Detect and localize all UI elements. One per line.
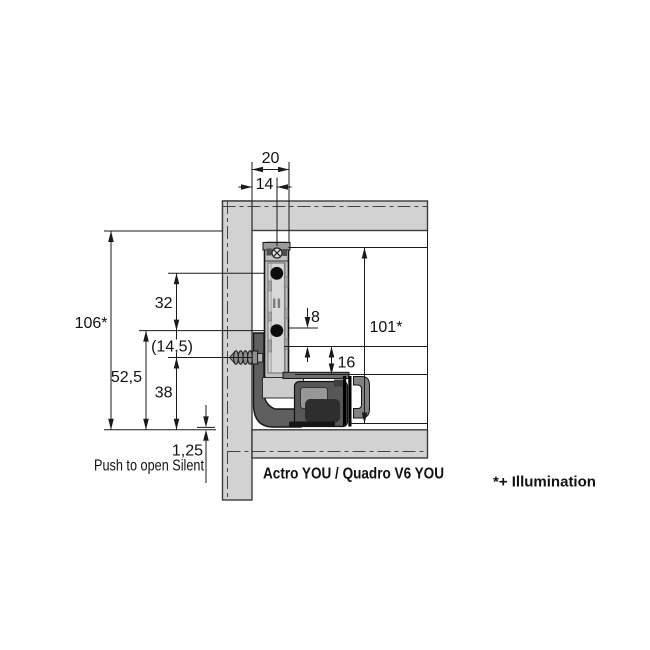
arrow-up-icon [173, 273, 180, 285]
arrow-up-icon [361, 247, 368, 259]
screw-cross-2 [273, 249, 281, 257]
runner-bottom-strip [289, 421, 335, 427]
runner-hook-profile [353, 376, 370, 419]
dim-label-20: 20 [262, 150, 280, 167]
rail-marking-bar-1 [273, 298, 276, 308]
arrow-up-icon [203, 429, 209, 441]
dim-label-38: 38 [155, 385, 173, 402]
cabinet-panels [221, 200, 429, 501]
dim-label-16: 16 [338, 355, 356, 372]
dimension-14: 14 [238, 176, 292, 193]
arrow-down-icon [108, 418, 114, 430]
label-mask [151, 339, 194, 354]
dim-label-14-5: (14,5) [151, 339, 193, 356]
arrow-up-icon [173, 357, 180, 369]
dimension-101: 101* [361, 247, 403, 424]
rail-marking-bar-2 [277, 298, 281, 308]
drawer-rail [262, 241, 291, 379]
dimension-16: 16 [328, 346, 356, 375]
arrow-left-icon [252, 166, 263, 173]
arrow-left-icon [277, 184, 288, 190]
arrow-down-icon [328, 363, 335, 375]
dimension-8: 8 [304, 308, 320, 362]
dimension-52-5: 52,5 [111, 330, 149, 430]
runner-black-bar-2 [348, 376, 352, 427]
rail-top-detail-right [282, 249, 287, 256]
arrow-right-icon [278, 166, 289, 173]
dim-label-8: 8 [311, 309, 320, 326]
dim-label-101: 101* [370, 319, 403, 336]
arrow-up-icon [108, 231, 114, 242]
arrow-down-icon [203, 416, 209, 428]
dimension-chain-32-14-38: 32 (14,5) 38 [151, 273, 194, 430]
feature-label: Push to open Silent [94, 458, 204, 475]
arrow-down-icon [173, 418, 180, 430]
footnote-label: *+ Illumination [493, 474, 596, 491]
arrow-down-icon [173, 319, 180, 331]
arrow-right-icon [241, 184, 252, 190]
dim-label-106: 106* [75, 315, 108, 332]
runner-small-detail [334, 379, 343, 387]
fixing-hole-lower [270, 324, 284, 337]
product-name-label: Actro YOU / Quadro V6 YOU [263, 466, 444, 483]
screw-flange [251, 350, 259, 365]
runner-assembly [262, 371, 370, 428]
runner-top-flange [282, 371, 350, 379]
rail-top-detail-left [266, 248, 272, 256]
arrow-up-icon [143, 330, 149, 342]
cabinet-top-panel [221, 200, 429, 232]
cabinet-side-panel [221, 200, 253, 501]
arrow-up-icon [304, 346, 311, 358]
dim-label-1-25: 1,25 [172, 443, 203, 460]
arrow-down-icon [143, 418, 149, 430]
arrow-down-icon [361, 412, 368, 424]
dim-label-14: 14 [256, 176, 274, 193]
rail-notches [267, 276, 289, 353]
screw-socket [257, 353, 264, 363]
fixing-hole-upper [270, 266, 284, 280]
dim-label-32: 32 [155, 295, 173, 312]
arrow-up-icon [328, 346, 335, 358]
dimension-106: 106* [75, 231, 114, 430]
dim-label-52-5: 52,5 [111, 369, 142, 386]
extension-lines-right [284, 230, 428, 430]
dimension-20: 20 [251, 150, 290, 246]
runner-inner-dark [305, 399, 340, 423]
arrow-down-icon [304, 317, 311, 328]
cabinet-bottom-panel [251, 429, 429, 459]
dimension-1-25: 1,25 Push to open Silent [94, 405, 209, 483]
runner-black-bar-1 [343, 376, 347, 427]
